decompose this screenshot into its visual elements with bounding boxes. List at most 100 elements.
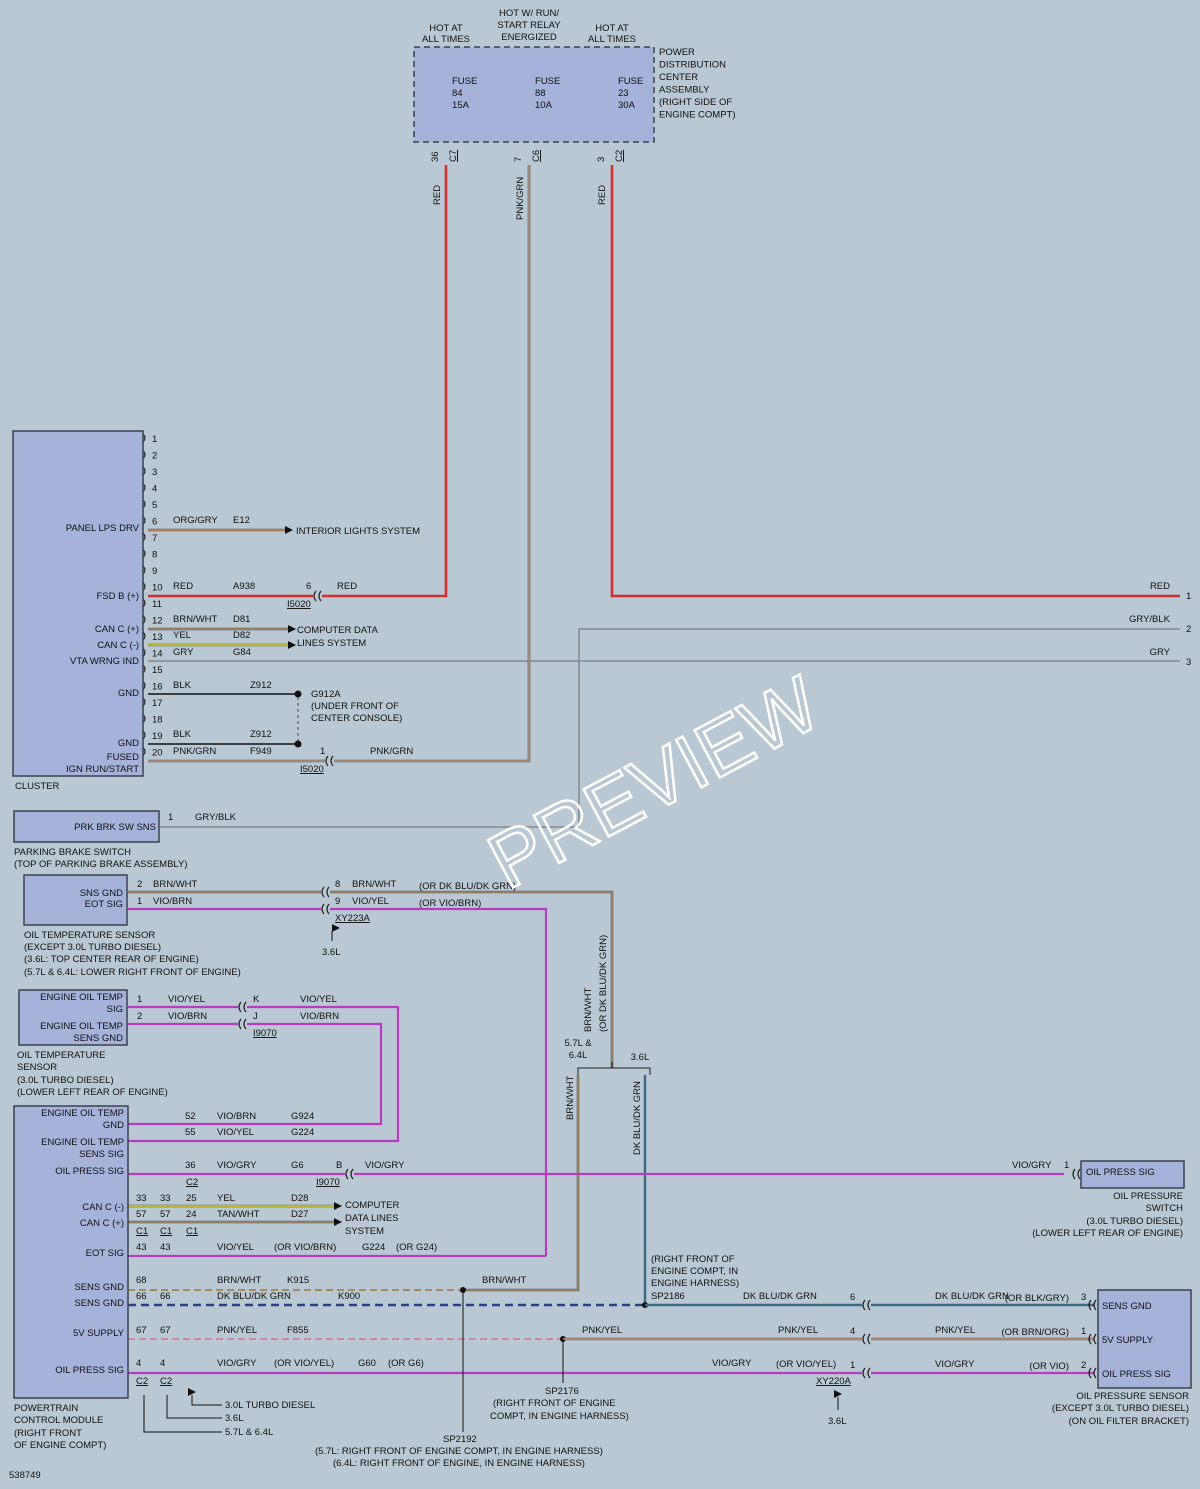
label-ops_switch-name-3: (LOWER LEFT REAR OF ENGINE) <box>1032 1228 1183 1239</box>
label-ots2-l2b: SENS GND <box>73 1033 123 1044</box>
label-pdc-title-1: DISTRIBUTION <box>659 60 726 71</box>
label-cluster-pins-0: 1 <box>152 434 157 445</box>
label-ops_sensor-name-2: (ON OIL FILTER BRACKET) <box>1069 1416 1189 1427</box>
label-ops_sensor-colors-2: VIO/GRY <box>935 1359 975 1370</box>
label-prk-name-0: PARKING BRAKE SWITCH <box>14 847 131 858</box>
label-cluster-labels-p6: PANEL LPS DRV <box>66 523 140 534</box>
label-cluster-wires-w20-circuit: F949 <box>250 746 272 757</box>
label-ots1-alts-1: (OR VIO/BRN) <box>419 898 481 909</box>
label-pcm-conns-1: C2 <box>160 1376 172 1387</box>
label-pdc-hot_right-0: HOT AT <box>595 23 629 34</box>
component-layer <box>12 46 1192 1399</box>
label-ops_sensor-note: 3.6L <box>828 1416 847 1427</box>
label-pcm-can_p-p3: 24 <box>186 1209 197 1220</box>
label-cluster-wires-w10-conn: I5020 <box>287 599 311 610</box>
label-ops_sensor-colors-1: PNK/YEL <box>935 1325 975 1336</box>
label-pcm-name-2: (RIGHT FRONT <box>14 1428 82 1439</box>
label-pcm-v5row-circuit: F855 <box>287 1325 309 1336</box>
arrow-e12 <box>285 526 293 534</box>
label-pdc-fuses-2-l1: FUSE <box>618 76 643 87</box>
label-pdc-pins-1-conn: C6 <box>531 150 542 162</box>
label-ops_sensor-pins-1: 1 <box>1081 1326 1086 1337</box>
label-pdc-fuses-1-l3: 10A <box>535 100 553 111</box>
label-cluster-pins-15: 16 <box>152 682 163 693</box>
label-cluster-pins-12: 13 <box>152 632 163 643</box>
label-pcm-labels-eot_gnd_b: GND <box>103 1120 124 1131</box>
conn-ops-sensor-1 <box>1088 1333 1097 1345</box>
label-splices-sp2186-3: SP2186 <box>651 1291 685 1302</box>
label-cluster-wires-w10-color2: RED <box>337 581 357 592</box>
label-pcm-sg2-circuit: K900 <box>338 1291 360 1302</box>
label-ops_sensor-name-1: (EXCEPT 3.0L TURBO DIESEL) <box>1052 1403 1189 1414</box>
label-cluster-wires-w6-dest: INTERIOR LIGHTS SYSTEM <box>296 526 420 537</box>
label-pcm-labels-eot_sens_a: ENGINE OIL TEMP <box>41 1137 124 1148</box>
label-pdc-hot_left-1: ALL TIMES <box>422 34 470 45</box>
label-pdc-title-3: ASSEMBLY <box>659 85 710 96</box>
label-pcm-sg1-circuit: K915 <box>287 1275 309 1286</box>
label-pcm-opsrow-color: VIO/GRY <box>217 1358 257 1369</box>
label-ops_switch-name-1: SWITCH <box>1146 1203 1184 1214</box>
label-cluster-wires-w16-circuit: Z912 <box>250 680 272 691</box>
wire-ots2-brn-run <box>128 1022 383 1126</box>
label-splices-sp2192-0: SP2192 <box>443 1434 477 1445</box>
label-pcm-conns-0: C2 <box>136 1376 148 1387</box>
label-splices-sp2186-0: (RIGHT FRONT OF <box>651 1254 735 1265</box>
label-ots1-name-2: (3.6L: TOP CENTER REAR OF ENGINE) <box>24 954 199 965</box>
label-pcm-sg2-p2: 66 <box>160 1291 171 1302</box>
label-pcm-opsrow-p1: 4 <box>136 1358 141 1369</box>
label-pcm-name-0: POWERTRAIN <box>14 1403 78 1414</box>
label-cluster-wires-ground-1: (UNDER FRONT OF <box>311 701 399 712</box>
label-splices-sp2186-2: ENGINE HARNESS) <box>651 1278 739 1289</box>
label-cluster-wires-ground-2: CENTER CONSOLE) <box>311 713 402 724</box>
label-pcm-sg1-pin: 68 <box>136 1275 147 1286</box>
label-pcm-labels-canm: CAN C (-) <box>82 1202 124 1213</box>
label-cluster-wires-w12-color: BRN/WHT <box>173 614 218 625</box>
label-ops_sensor-conn_colors-0: DK BLU/DK GRN <box>743 1291 817 1302</box>
conn-xy223a-a <box>321 886 330 898</box>
label-pcm-can_p-circuit: D27 <box>291 1209 308 1220</box>
label-pcm-opsrow-circuit: G60 <box>358 1358 376 1369</box>
label-pdc-fuses-0-l2: 84 <box>452 88 463 99</box>
label-cluster-wires-w10-color: RED <box>173 581 193 592</box>
label-ops_switch-name-2: (3.0L TURBO DIESEL) <box>1086 1216 1183 1227</box>
label-ots2-wires-0: VIO/YEL <box>168 994 205 1005</box>
label-cluster-pins-5: 6 <box>152 517 157 528</box>
conn-ops-switch <box>1072 1168 1081 1180</box>
label-pcm-eot_row-circuit: G224 <box>362 1242 385 1253</box>
wire-red-fuse84 <box>322 165 448 598</box>
ground-icon-a <box>294 690 302 698</box>
label-pcm-opsrow-alt: (OR VIO/YEL) <box>274 1358 334 1369</box>
label-ots1-name-3: (5.7L & 6.4L: LOWER RIGHT FRONT OF ENGIN… <box>24 967 241 978</box>
label-pcm-can_p-c1: C1 <box>136 1226 148 1237</box>
label-pcm-can_p-c2: C1 <box>160 1226 172 1237</box>
label-cluster-pins-4: 5 <box>152 500 157 511</box>
label-pcm-sg2-p1: 66 <box>136 1291 147 1302</box>
label-ops_switch-name-0: OIL PRESSURE <box>1113 1191 1183 1202</box>
wire-pnk-grn-fuse88-edge <box>334 165 531 763</box>
label-cluster-pins-16: 17 <box>152 698 163 709</box>
label-pcm-eot_row-alt: (OR VIO/BRN) <box>274 1242 336 1253</box>
label-cluster-pins-13: 14 <box>152 649 163 660</box>
label-cluster-labels-p19: GND <box>118 738 139 749</box>
cluster-box <box>12 430 144 777</box>
label-right_edge-2-color: GRY <box>1150 647 1171 658</box>
conn-i9070-c <box>345 1168 354 1180</box>
label-ots1-pins-1: 1 <box>137 896 142 907</box>
label-pcm-can_m-p3: 25 <box>186 1193 197 1204</box>
label-pcm-r52-pin: 52 <box>185 1111 196 1122</box>
label-pcm-r55-color: VIO/YEL <box>217 1127 254 1138</box>
label-pdc-pins-0-pin: 36 <box>430 151 441 162</box>
label-ots1-wires-0: BRN/WHT <box>153 879 198 890</box>
label-cluster-labels-p13: CAN C (-) <box>97 640 139 651</box>
label-cluster-wires-w10-pin: 6 <box>306 581 311 592</box>
label-ops_sensor-conn_colors-1: PNK/YEL <box>778 1325 818 1336</box>
pdc-box <box>413 46 655 143</box>
conn-i9070-b <box>238 1018 247 1030</box>
ots1-note-head <box>332 924 340 932</box>
label-vertical-split_left-1: 6.4L <box>569 1050 588 1061</box>
label-ots1-wires2-0: BRN/WHT <box>352 879 397 890</box>
label-ots1-conn: XY223A <box>335 913 371 924</box>
label-pcm-can_m-p2: 33 <box>160 1193 171 1204</box>
label-ops_sensor-alts-1: (OR BRN/ORG) <box>1001 1327 1069 1338</box>
ground-icon-b <box>294 740 302 748</box>
